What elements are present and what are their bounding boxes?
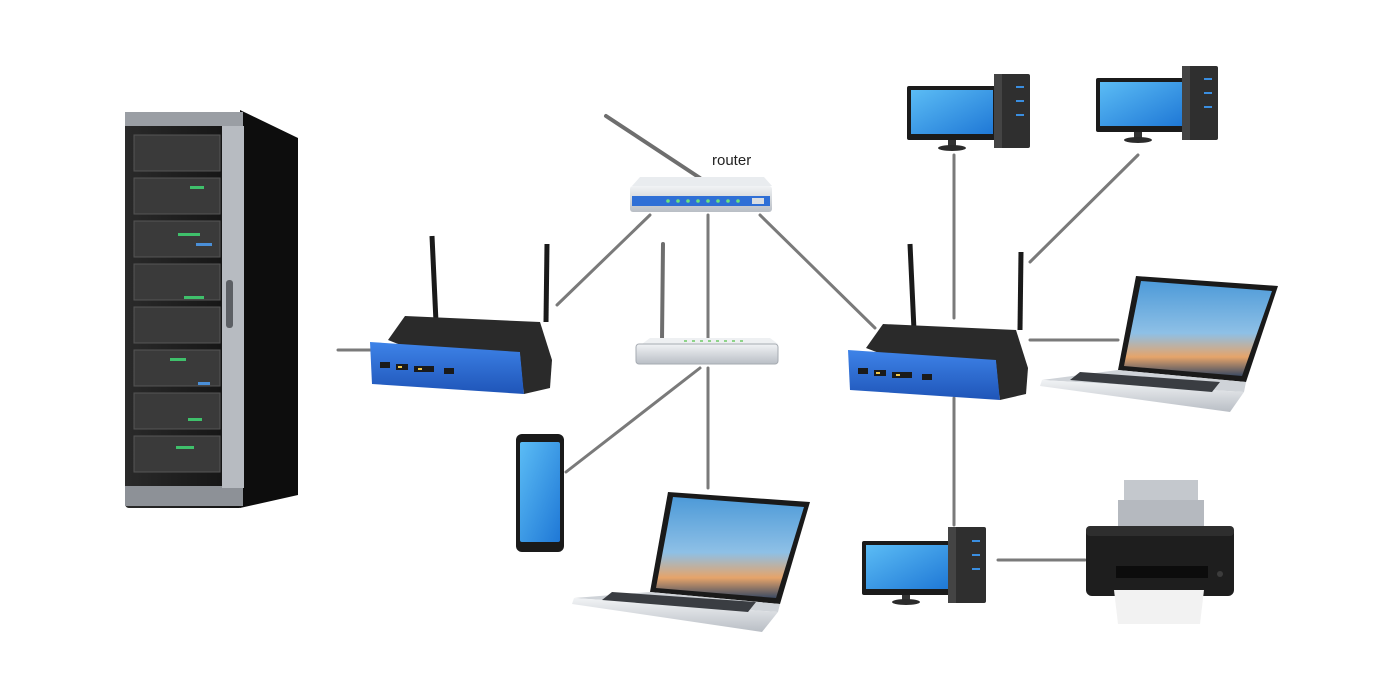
cable-switch-to-smartphone <box>564 366 702 474</box>
smartphone-icon <box>516 434 564 552</box>
router-label: router <box>712 152 751 169</box>
server-rack-icon <box>125 110 298 508</box>
desktop-bottom-icon <box>862 527 986 605</box>
wireless-router-right-icon <box>848 243 1028 400</box>
network-switch-icon <box>635 242 779 365</box>
desktop-top-left-icon <box>907 74 1030 151</box>
cable-router-to-wireless-router-right <box>758 213 877 330</box>
printer-icon <box>1086 480 1234 624</box>
desktop-top-right-icon <box>1096 66 1218 143</box>
laptop-right-icon <box>1040 276 1278 412</box>
cables <box>336 153 1140 562</box>
wireless-router-left-icon <box>370 235 552 394</box>
cable-wireless-router-right-to-desktop-top-right <box>1028 153 1140 264</box>
router-top-icon <box>604 114 772 212</box>
laptop-bottom-icon <box>572 492 810 632</box>
cable-router-to-wireless-router-left <box>555 213 652 307</box>
